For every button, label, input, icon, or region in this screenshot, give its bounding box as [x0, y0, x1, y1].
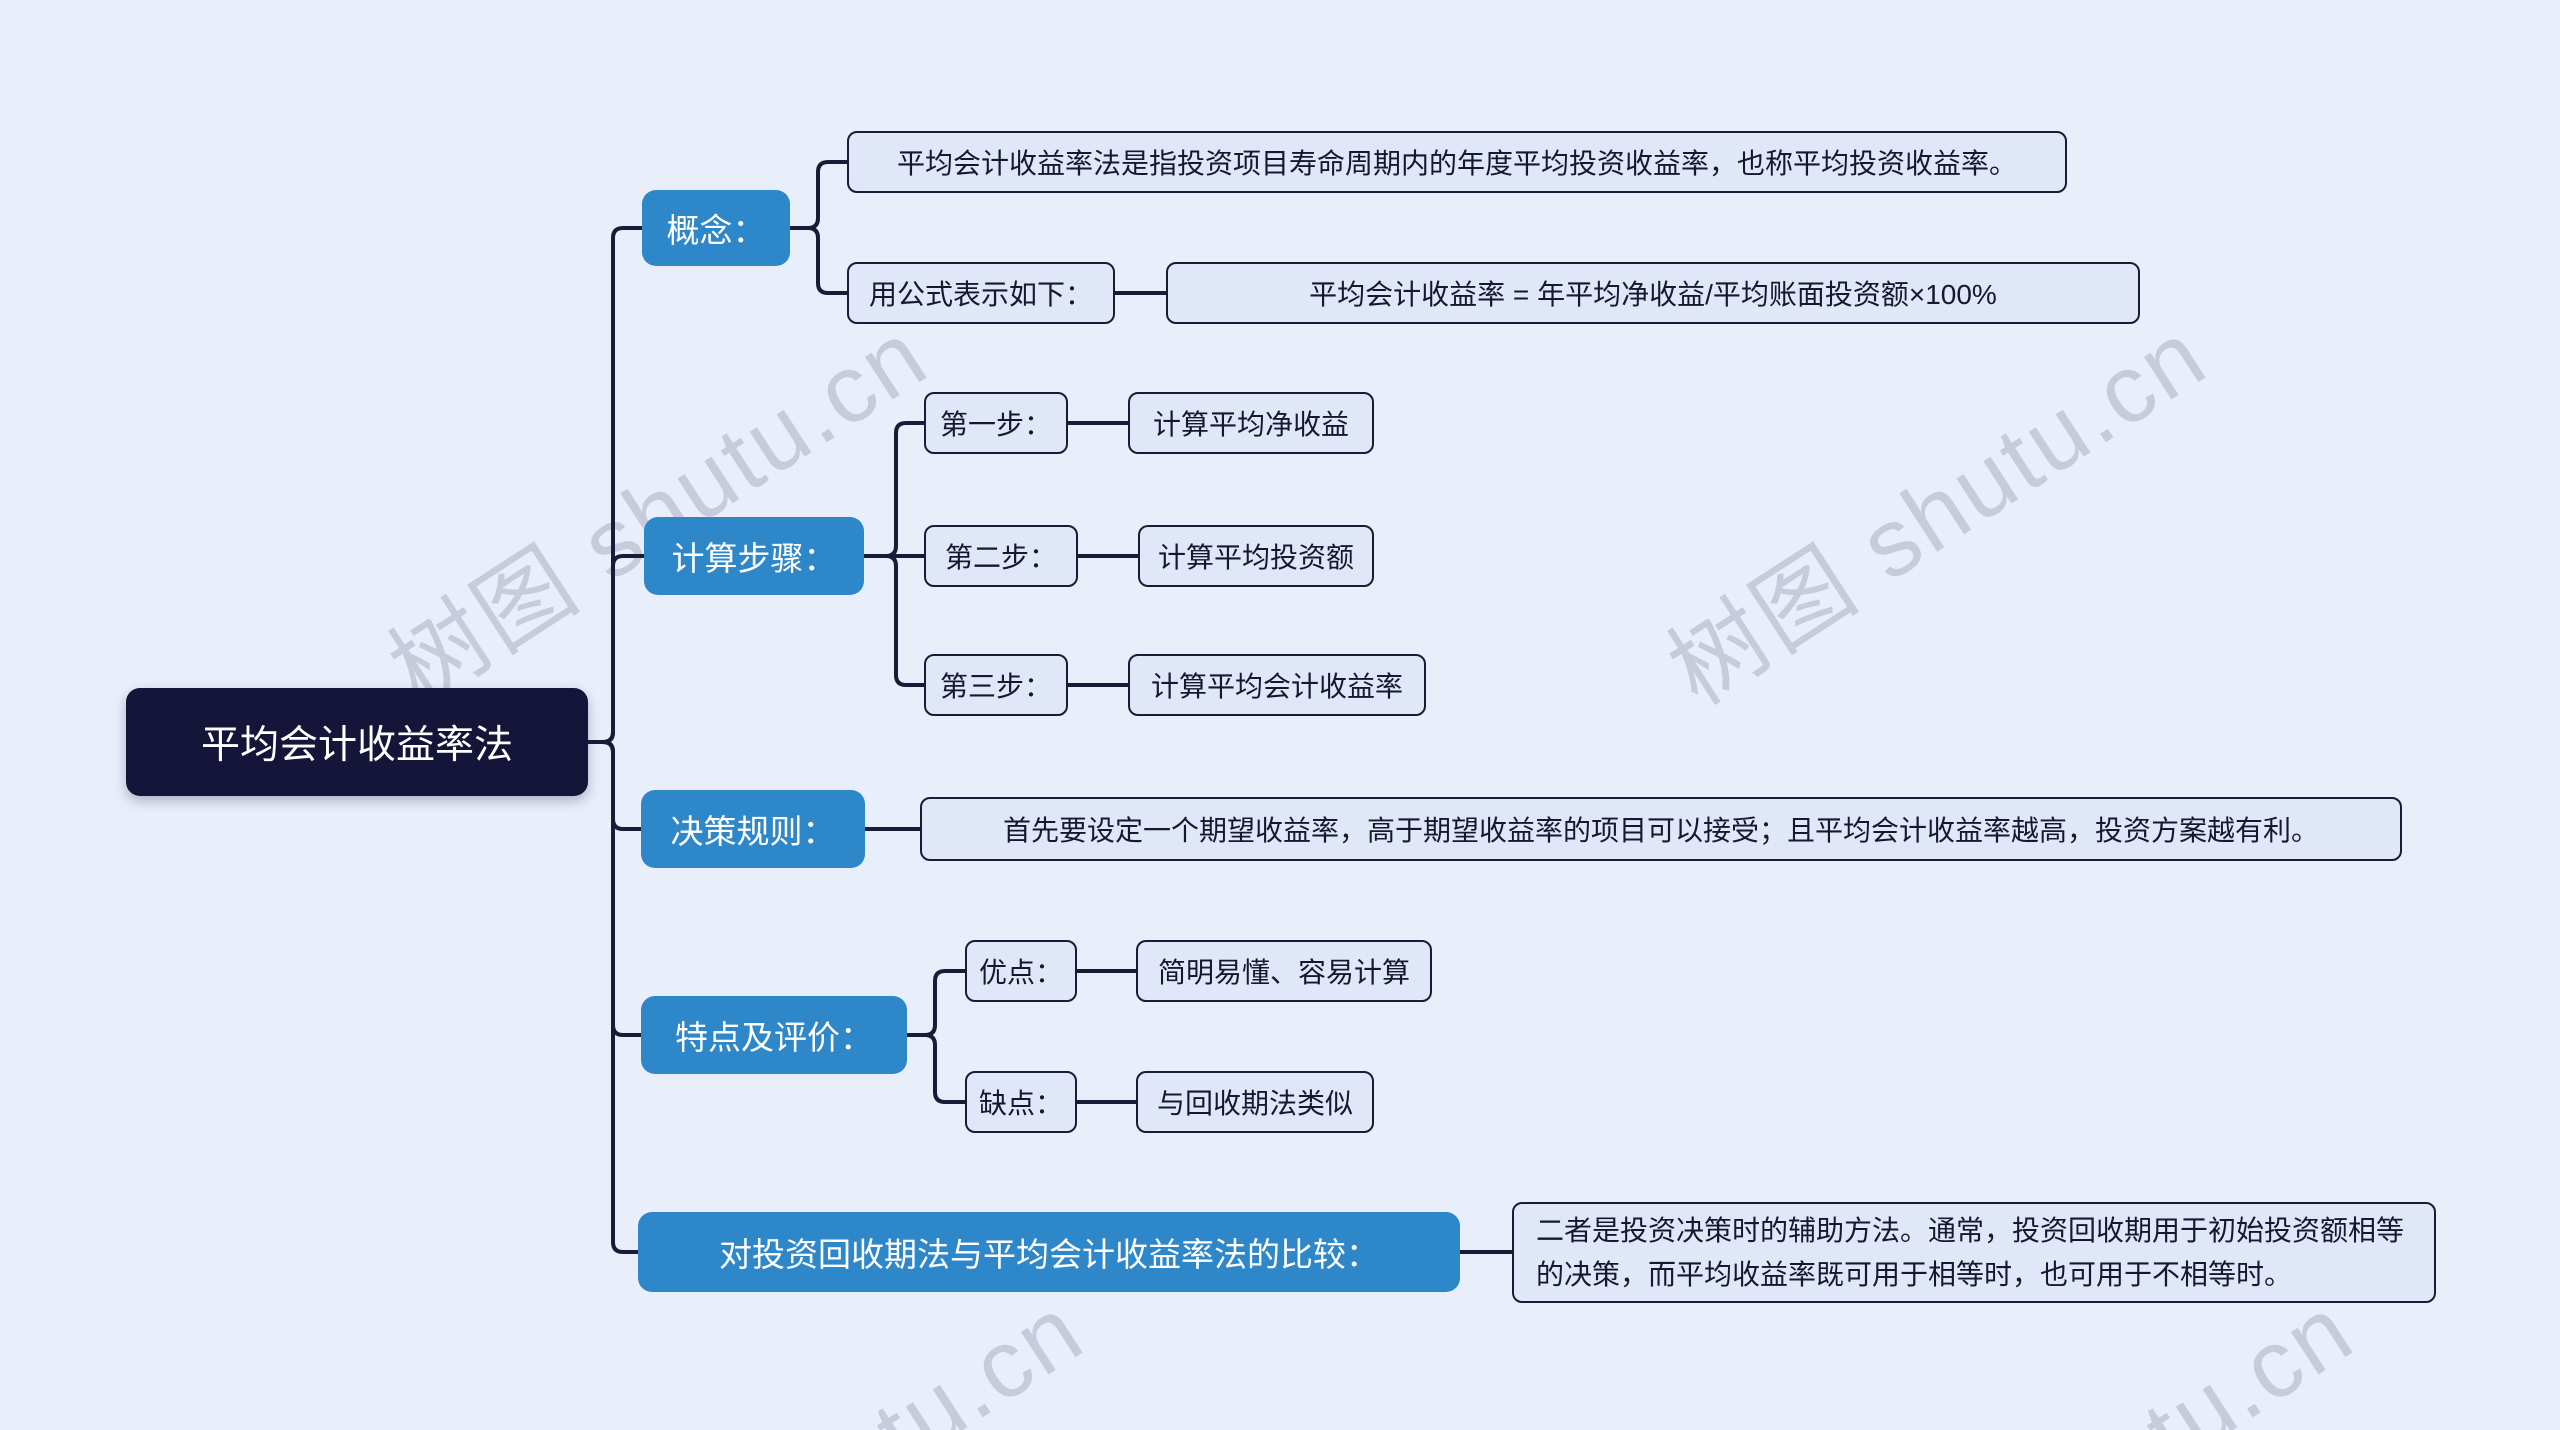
node-formula-label[interactable]: 用公式表示如下：: [847, 262, 1115, 324]
branch-steps[interactable]: 计算步骤：: [644, 517, 864, 595]
connector-features-cons: [905, 1033, 967, 1104]
branch-features[interactable]: 特点及评价：: [641, 996, 907, 1074]
root-node[interactable]: 平均会计收益率法: [126, 688, 588, 796]
node-step3-detail[interactable]: 计算平均会计收益率: [1128, 654, 1426, 716]
node-step2[interactable]: 第二步：: [924, 525, 1078, 587]
node-cons-detail[interactable]: 与回收期法类似: [1136, 1071, 1374, 1133]
connector-features-pros: [905, 969, 967, 1037]
connector-concept-formula-label: [788, 226, 849, 295]
node-step3[interactable]: 第三步：: [924, 654, 1068, 716]
connector-steps-step1: [862, 421, 926, 558]
node-comparison-detail[interactable]: 二者是投资决策时的辅助方法。通常，投资回收期用于初始投资额相等的决策，而平均收益…: [1512, 1202, 2436, 1303]
connector-concept-definition: [788, 160, 849, 230]
branch-comparison[interactable]: 对投资回收期法与平均会计收益率法的比较：: [638, 1212, 1460, 1292]
connector-root-comparison: [586, 740, 640, 1254]
node-step1[interactable]: 第一步：: [924, 392, 1068, 454]
node-step2-detail[interactable]: 计算平均投资额: [1138, 525, 1374, 587]
node-formula[interactable]: 平均会计收益率 = 年平均净收益/平均账面投资额×100%: [1166, 262, 2140, 324]
branch-concept[interactable]: 概念：: [642, 190, 790, 266]
connector-root-steps: [586, 554, 646, 744]
branch-decision-rule[interactable]: 决策规则：: [641, 790, 865, 868]
node-cons-label[interactable]: 缺点：: [965, 1071, 1077, 1133]
node-pros-detail[interactable]: 简明易懂、容易计算: [1136, 940, 1432, 1002]
node-concept-definition[interactable]: 平均会计收益率法是指投资项目寿命周期内的年度平均投资收益率，也称平均投资收益率。: [847, 131, 2067, 193]
node-decision-rule-detail[interactable]: 首先要设定一个期望收益率，高于期望收益率的项目可以接受；且平均会计收益率越高，投…: [920, 797, 2402, 861]
node-step1-detail[interactable]: 计算平均净收益: [1128, 392, 1374, 454]
connector-steps-step3: [862, 554, 926, 687]
node-pros-label[interactable]: 优点：: [965, 940, 1077, 1002]
